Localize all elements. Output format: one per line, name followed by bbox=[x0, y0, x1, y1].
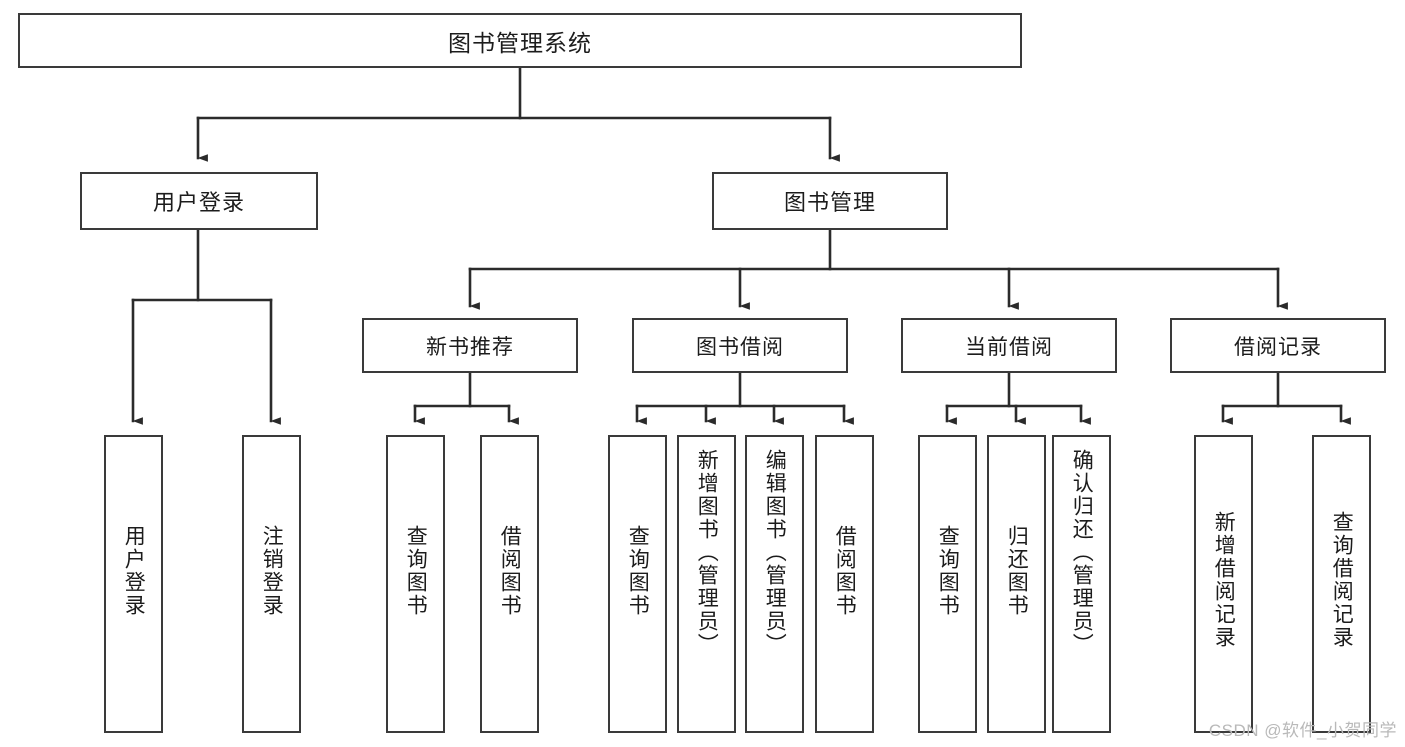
leaf-borrow-query-book[interactable]: 查询图书 bbox=[608, 435, 667, 733]
watermark: CSDN @软件_小贺同学 bbox=[1208, 721, 1397, 740]
leaf-user-login-signout[interactable]: 注销登录 bbox=[242, 435, 301, 733]
leaf-new-book-borrow[interactable]: 借阅图书 bbox=[480, 435, 539, 733]
leaf-label: 借阅图书 bbox=[498, 525, 522, 617]
leaf-new-book-query[interactable]: 查询图书 bbox=[386, 435, 445, 733]
leaf-label: 查询图书 bbox=[936, 525, 960, 617]
leaf-label: 注销登录 bbox=[260, 525, 284, 617]
node-current-borrow[interactable]: 当前借阅 bbox=[901, 318, 1117, 373]
leaf-current-query-book[interactable]: 查询图书 bbox=[918, 435, 977, 733]
node-current-borrow-label: 当前借阅 bbox=[965, 335, 1053, 359]
leaf-label: 借阅图书 bbox=[833, 525, 857, 617]
leaf-label: 归还图书 bbox=[1005, 525, 1029, 617]
leaf-record-add[interactable]: 新增借阅记录 bbox=[1194, 435, 1253, 733]
leaf-label: 确认归还（管理员） bbox=[1070, 449, 1094, 656]
leaf-borrow-borrow-book[interactable]: 借阅图书 bbox=[815, 435, 874, 733]
node-borrow-record[interactable]: 借阅记录 bbox=[1170, 318, 1386, 373]
leaf-label: 查询图书 bbox=[626, 525, 650, 617]
leaf-label: 编辑图书（管理员） bbox=[763, 449, 787, 656]
leaf-user-login-signin[interactable]: 用户登录 bbox=[104, 435, 163, 733]
node-new-book-recommend-label: 新书推荐 bbox=[426, 335, 514, 359]
leaf-current-confirm-return[interactable]: 确认归还（管理员） bbox=[1052, 435, 1111, 733]
leaf-record-query[interactable]: 查询借阅记录 bbox=[1312, 435, 1371, 733]
leaf-current-return-book[interactable]: 归还图书 bbox=[987, 435, 1046, 733]
node-book-management-label: 图书管理 bbox=[783, 190, 876, 215]
leaf-label: 查询借阅记录 bbox=[1330, 511, 1354, 649]
node-user-login-label: 用户登录 bbox=[152, 190, 245, 215]
leaf-label: 查询图书 bbox=[404, 525, 428, 617]
node-root[interactable]: 图书管理系统 bbox=[18, 13, 1022, 68]
node-new-book-recommend[interactable]: 新书推荐 bbox=[362, 318, 578, 373]
leaf-borrow-add-book[interactable]: 新增图书（管理员） bbox=[677, 435, 736, 733]
node-book-borrow[interactable]: 图书借阅 bbox=[632, 318, 848, 373]
node-book-borrow-label: 图书借阅 bbox=[696, 335, 784, 359]
leaf-label: 用户登录 bbox=[122, 525, 146, 617]
leaf-label: 新增图书（管理员） bbox=[695, 449, 719, 656]
node-root-label: 图书管理系统 bbox=[448, 29, 592, 56]
node-borrow-record-label: 借阅记录 bbox=[1234, 335, 1322, 359]
node-user-login[interactable]: 用户登录 bbox=[80, 172, 318, 230]
leaf-borrow-edit-book[interactable]: 编辑图书（管理员） bbox=[745, 435, 804, 733]
node-book-management[interactable]: 图书管理 bbox=[712, 172, 948, 230]
leaf-label: 新增借阅记录 bbox=[1212, 511, 1236, 649]
